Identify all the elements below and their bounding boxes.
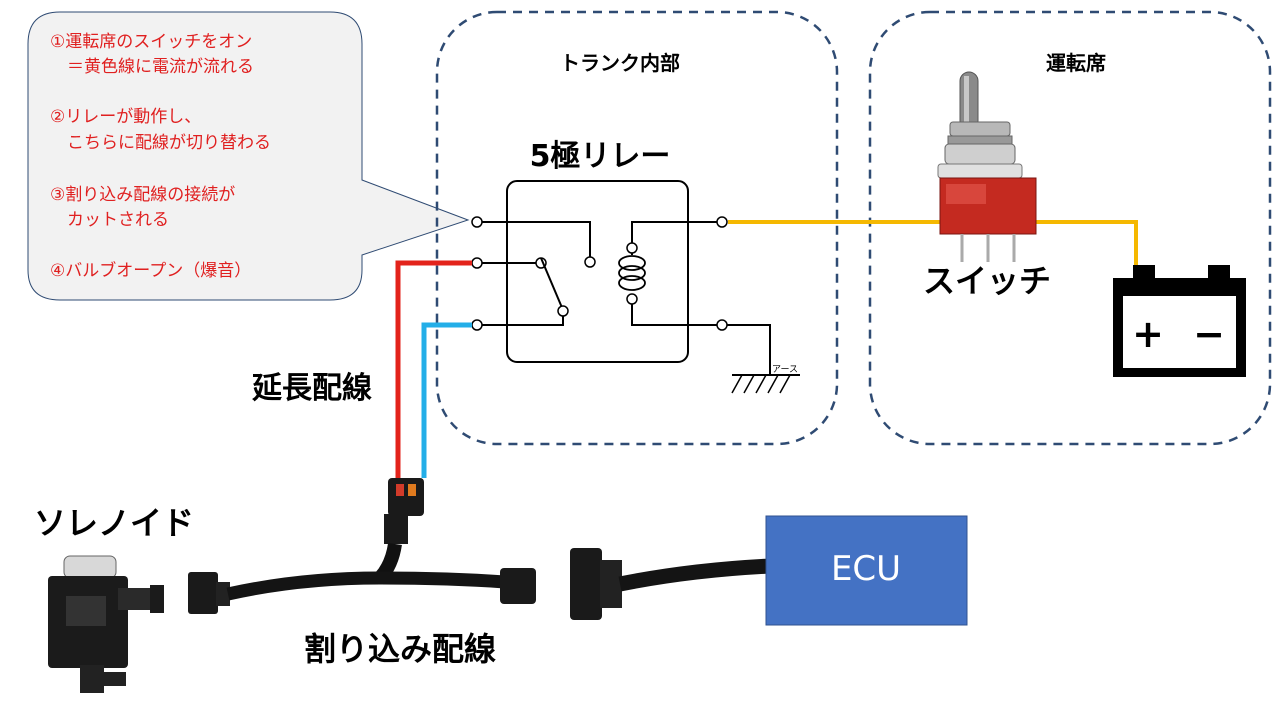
callout-line-2: ＝黄色線に電流が流れる [50, 57, 254, 77]
tap-wiring-label: 割り込み配線 [304, 630, 496, 668]
toggle-switch [937, 71, 1037, 262]
relay-terminal-left-2 [471, 257, 483, 269]
ground-symbol [731, 374, 800, 394]
tap-harness [188, 568, 536, 614]
yellow-wire [728, 220, 1138, 268]
ecu-harness [570, 548, 771, 620]
relay-box [506, 180, 689, 363]
solenoid-valve [48, 555, 164, 693]
callout-line-3: ②リレーが動作し、 [50, 107, 201, 127]
red-wire [395, 260, 472, 478]
relay-title: 5極リレー [530, 139, 671, 174]
battery-plus: + [1132, 312, 1164, 356]
relay-terminal-right-1 [716, 216, 728, 228]
relay-terminal-left-1 [471, 216, 483, 228]
ecu-label: ECU [831, 549, 901, 589]
coil [618, 255, 646, 291]
trunk-zone-label: トランク内部 [560, 51, 680, 75]
blue-wire [421, 322, 472, 478]
callout-bubble: ①運転席のスイッチをオン ＝黄色線に電流が流れる ②リレーが動作し、 こちらに配… [27, 11, 470, 301]
driver-zone-label: 運転席 [1046, 51, 1106, 75]
trunk-zone [435, 10, 839, 446]
callout-line-1: ①運転席のスイッチをオン [50, 32, 252, 52]
driver-zone [868, 10, 1272, 446]
ecu-box [765, 515, 968, 626]
callout-line-7: ④バルブオープン（爆音） [50, 260, 251, 281]
relay-terminal-left-3 [471, 319, 483, 331]
extension-wiring-label: 延長配線 [251, 371, 372, 406]
callout-line-4: こちらに配線が切り替わる [50, 133, 271, 153]
callout-line-6: カットされる [50, 210, 169, 230]
battery-minus: − [1193, 312, 1225, 356]
switch-label: スイッチ [923, 262, 1051, 300]
callout-line-5: ③割り込み配線の接続が [50, 185, 235, 205]
harness-connector [374, 478, 424, 583]
relay: 5極リレー [471, 139, 800, 394]
ground-label: アース [772, 365, 798, 375]
relay-terminal-right-2 [716, 319, 728, 331]
solenoid-label: ソレノイド [34, 504, 194, 542]
battery-icon: + − [1113, 265, 1246, 377]
